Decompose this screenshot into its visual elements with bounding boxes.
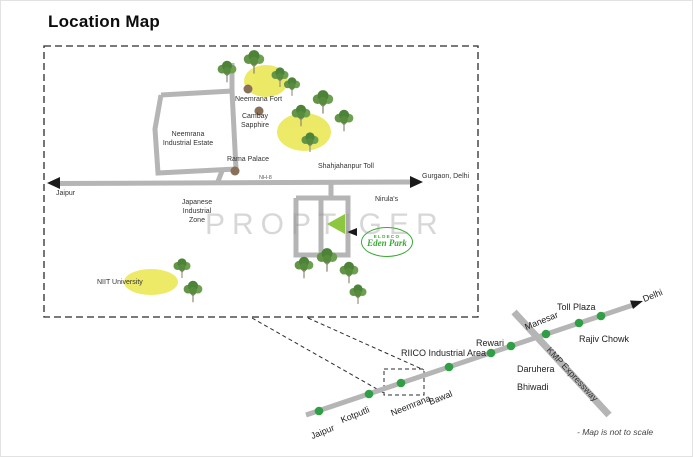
route-label-rajiv-chowk: Rajiv Chowk bbox=[579, 334, 630, 344]
route-stop-dot-rajiv-chowk bbox=[596, 311, 606, 321]
eldeco-eden-park-logo: ELDECO Eden Park bbox=[361, 227, 413, 257]
label-gurgaon-delhi-direction: Gurgaon, Delhi bbox=[422, 173, 470, 180]
direction-arrows bbox=[47, 176, 423, 189]
route-line bbox=[305, 302, 634, 418]
label-nh8: NH-8 bbox=[259, 175, 272, 181]
label-shahjahanpur-toll: Shahjahanpur Toll bbox=[318, 163, 374, 170]
label-japanese-industrial-zone: Japanese Industrial Zone bbox=[181, 199, 213, 224]
route-arrow-icon bbox=[630, 300, 643, 309]
route-stop-dot-manesar bbox=[541, 329, 551, 339]
label-jaipur-direction: Jaipur bbox=[56, 190, 76, 197]
detail-roads bbox=[56, 63, 414, 258]
route-stop-dots bbox=[314, 311, 606, 416]
scale-note: - Map is not to scale bbox=[577, 427, 654, 437]
route-stop-dot-bawal bbox=[444, 362, 454, 372]
route-stop-dot-daruhera bbox=[506, 341, 516, 351]
page-title: Location Map bbox=[48, 12, 160, 31]
route-stop-dot-kotputli bbox=[364, 389, 374, 399]
route-stop-dot-neemrana bbox=[396, 378, 406, 388]
route-stop-dot-toll-plaza bbox=[574, 318, 584, 328]
route-stop-dot-jaipur bbox=[314, 406, 324, 416]
eden-park-name-label: Eden Park bbox=[367, 238, 407, 249]
route-stop-dot-rewari bbox=[486, 348, 496, 358]
label-rama-palace: Rama Palace bbox=[227, 156, 270, 163]
label-niit-university: NIIT University bbox=[97, 279, 143, 286]
site-marker-arrow-icon bbox=[327, 214, 345, 234]
rama-palace-dot bbox=[230, 166, 240, 176]
label-neemrana-industrial-estate: Neemrana Industrial Estate bbox=[162, 131, 214, 147]
landmark-area-sapphire bbox=[277, 113, 331, 151]
label-nirulas: Nirula's bbox=[375, 196, 399, 203]
route-label-daruhera: Daruhera bbox=[517, 364, 555, 374]
zoom-target-box bbox=[383, 368, 425, 396]
industrial-estate-loop-road bbox=[152, 88, 239, 176]
neemrana-fort-dot bbox=[243, 84, 253, 94]
delhi-direction-arrow-icon bbox=[410, 176, 423, 188]
route-label-toll-plaza: Toll Plaza bbox=[557, 302, 596, 312]
route-label-bhiwadi: Bhiwadi bbox=[517, 382, 549, 392]
cambay-sapphire-dot bbox=[254, 106, 264, 116]
estate-connector-road bbox=[214, 170, 225, 185]
poi-dots bbox=[230, 84, 264, 176]
label-cambay-sapphire: Cambay Sapphire bbox=[240, 113, 270, 129]
site-grid-road bbox=[293, 195, 351, 258]
zoom-connector-line bbox=[251, 317, 385, 394]
nh8-road bbox=[56, 179, 414, 186]
logo-pointer-arrow-icon bbox=[347, 228, 357, 236]
route-label-rewari: Rewari bbox=[476, 338, 505, 348]
zoom-indicator bbox=[251, 317, 425, 396]
jaipur-direction-arrow-icon bbox=[47, 177, 60, 189]
route-label-riico: RIICO Industrial Area bbox=[401, 348, 487, 358]
label-neemrana-fort: Neemrana Fort bbox=[235, 96, 283, 103]
landmark-area-niit bbox=[124, 269, 178, 295]
kmp-expressway-line bbox=[511, 309, 612, 418]
eldeco-brand-label: ELDECO bbox=[373, 233, 401, 239]
zoom-connector-line bbox=[307, 317, 425, 371]
